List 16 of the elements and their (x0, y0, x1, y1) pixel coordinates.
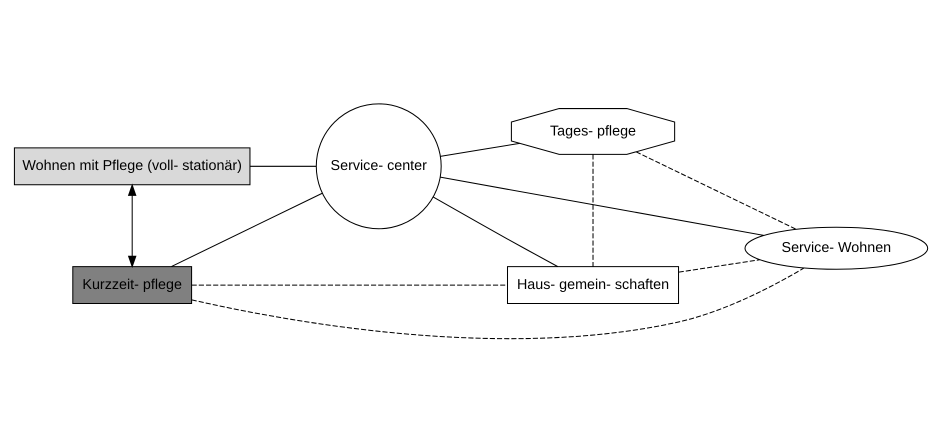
connector (440, 176, 764, 236)
connector (432, 196, 558, 268)
connector (440, 142, 520, 157)
connector (170, 192, 322, 267)
connector (191, 284, 507, 286)
connector (678, 259, 760, 273)
node-ellipse: Service- Wohnen (744, 226, 928, 270)
connector (250, 166, 316, 167)
node-box: Haus- gemein- schaften (506, 266, 679, 304)
connector (635, 151, 796, 230)
node-box: Wohnen mit Pflege (voll- stationär) (13, 147, 250, 186)
connector (592, 154, 594, 266)
connector (191, 268, 804, 340)
node-circle: Service- center (315, 103, 442, 230)
arrow (127, 184, 136, 268)
node-box: Kurzzeit- pflege (72, 266, 192, 304)
